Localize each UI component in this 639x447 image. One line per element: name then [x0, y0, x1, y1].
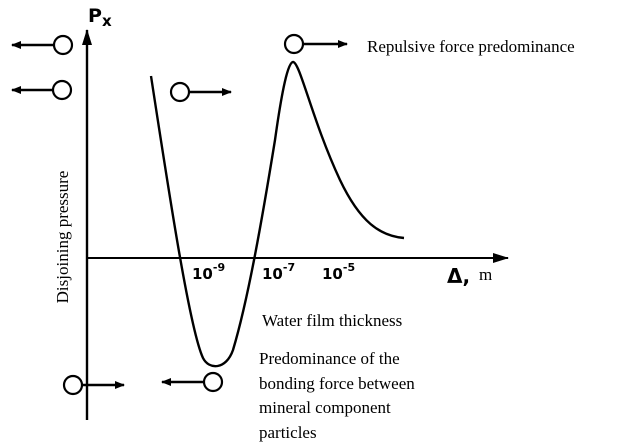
bottom-center-attract-particle — [161, 371, 224, 393]
x-tick-label-1e-7: 10-7 — [262, 261, 295, 283]
particle-circle-icon — [62, 374, 84, 396]
series-curve — [149, 60, 405, 368]
annotation-bonding-line-2: bonding force between — [259, 374, 415, 393]
particle-circle-icon — [51, 79, 73, 101]
x-tick-exp-1e-9: -9 — [213, 261, 225, 274]
y-axis-symbol-main: P — [88, 5, 102, 27]
x-tick-label-1e-5: 10-5 — [322, 261, 355, 283]
peak-repel-particle — [283, 33, 348, 55]
x-axis-label: Water film thickness — [262, 311, 402, 330]
x-axis-symbol: Δ, — [447, 264, 470, 288]
annotation-bonding: Predominance of the bonding force betwee… — [259, 349, 419, 442]
bottom-left-attract-particle — [62, 374, 125, 396]
x-tick-exp-1e-7: -7 — [283, 261, 295, 274]
x-tick-exp-1e-5: -5 — [343, 261, 355, 274]
mid-repel-particle — [169, 81, 232, 103]
particle-circle-icon — [283, 33, 305, 55]
annotation-bonding-line-1: Predominance of the — [259, 349, 400, 368]
x-tick-base-1e-5: 10 — [322, 265, 343, 283]
y-axis-symbol-sub: x — [102, 12, 112, 30]
x-tick-base-1e-7: 10 — [262, 265, 283, 283]
annotation-bonding-line-3: mineral component — [259, 398, 391, 417]
x-tick-label-1e-9: 10-9 — [192, 261, 225, 283]
x-tick-base-1e-9: 10 — [192, 265, 213, 283]
particle-circle-icon — [52, 34, 74, 56]
annotation-repulsive: Repulsive force predominance — [367, 37, 575, 56]
x-axis-unit: m — [479, 265, 492, 284]
left-mid-repel-particle — [11, 79, 73, 101]
annotation-bonding-line-4: particles — [259, 423, 317, 442]
y-axis-label: Disjoining pressure — [53, 171, 72, 304]
particle-circle-icon — [169, 81, 191, 103]
left-top-repel-particle — [11, 34, 74, 56]
y-axis-symbol: Px — [88, 5, 112, 30]
particle-circle-icon — [202, 371, 224, 393]
particle-icons — [11, 33, 348, 396]
